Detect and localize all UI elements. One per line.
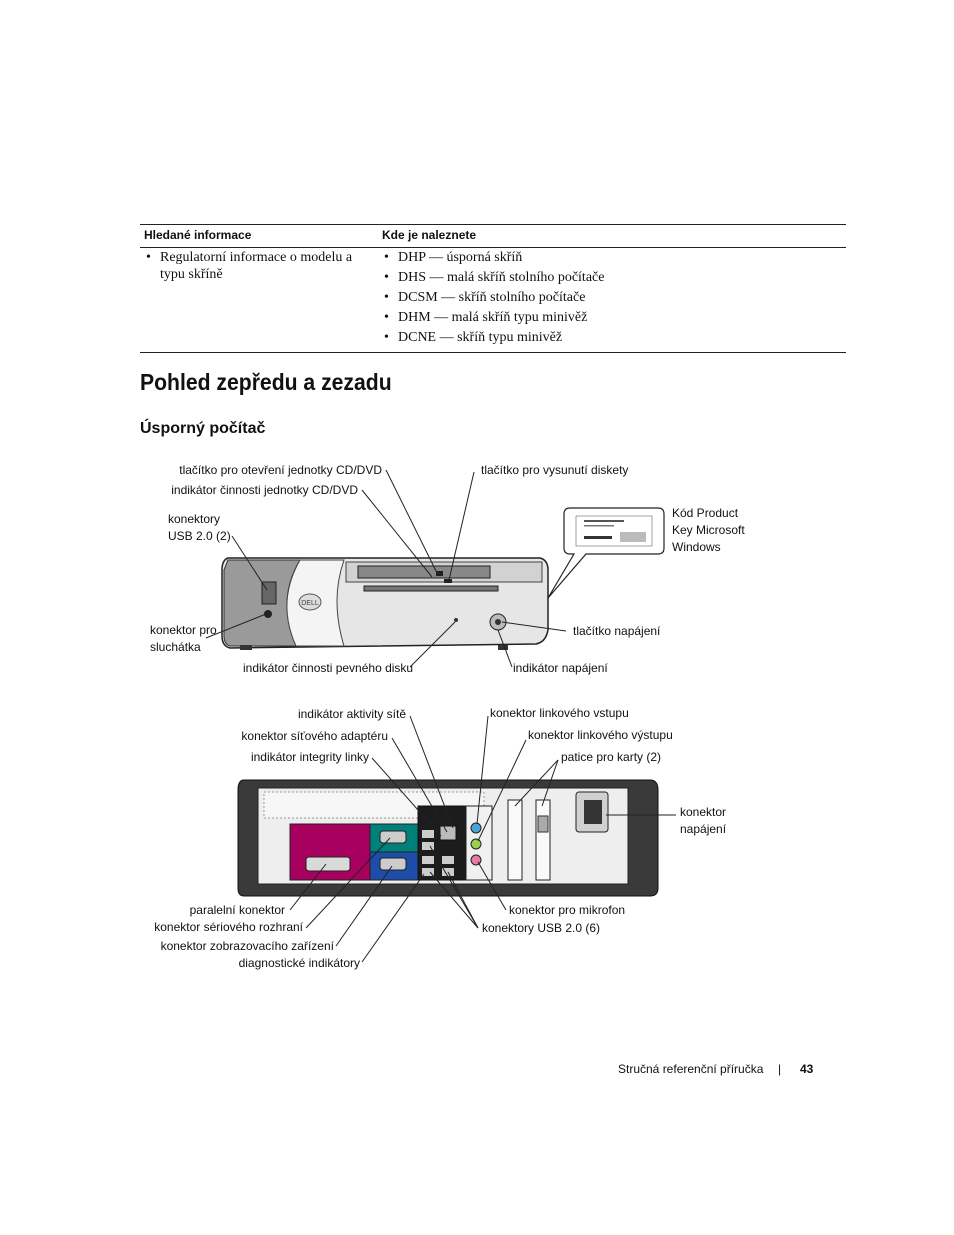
label-cd-eject: tlačítko pro otevření jednotky CD/DVD	[179, 463, 382, 477]
list-item: DHM — malá skříň typu minivěž	[384, 309, 804, 326]
serial-port-area	[369, 823, 419, 853]
label-line-out: konektor linkového výstupu	[528, 728, 673, 742]
table-right-cell: DHP — úsporná skříň DHS — malá skříň sto…	[384, 249, 804, 349]
label-hdd-activity: indikátor činnosti pevného disku	[243, 661, 414, 675]
floppy-eject-button	[444, 579, 452, 583]
label-network-adapter: konektor síťového adaptéru	[241, 729, 388, 743]
parallel-connector	[305, 856, 351, 872]
list-item: DCSM — skříň stolního počítače	[384, 289, 804, 306]
back-leader-lines	[289, 715, 676, 963]
list-item: DHP — úsporná skříň	[384, 249, 804, 266]
table-header-rule	[140, 247, 846, 248]
label-card-slots: patice pro karty (2)	[561, 750, 662, 764]
label-network-activity: indikátor aktivity sítě	[297, 707, 406, 721]
table-header-left: Hledané informace	[144, 228, 252, 242]
list-item: DHS — malá skříň stolního počítače	[384, 269, 804, 286]
front-leader-lines	[205, 469, 567, 668]
network-connector	[439, 825, 457, 841]
list-item: DCNE — skříň typu minivěž	[384, 329, 804, 346]
table-bottom-rule	[140, 352, 846, 353]
label-power-connector: konektor napájení	[680, 805, 727, 836]
table-header-right: Kde je naleznete	[382, 228, 477, 242]
hdd-light	[454, 618, 458, 622]
label-usb-back: konektory USB 2.0 (6)	[482, 921, 601, 935]
label-product-key: Kód Product Key Microsoft Windows	[672, 506, 745, 554]
label-usb-front: konektory USB 2.0 (2)	[168, 512, 231, 543]
label-power-light: indikátor napájení	[513, 661, 608, 675]
cd-eject-button	[436, 571, 443, 576]
section-title: Pohled zepředu a zezadu	[140, 369, 392, 395]
label-parallel: paralelní konektor	[189, 903, 285, 917]
label-headphone: konektor pro sluchátka	[150, 623, 217, 654]
label-floppy-eject: tlačítko pro vysunutí diskety	[481, 463, 629, 477]
label-diagnostic: diagnostické indikátory	[238, 956, 360, 970]
footer-guide-title: Stručná referenční příručka	[618, 1062, 764, 1076]
front-case: DELL	[221, 557, 549, 650]
label-cd-activity: indikátor činnosti jednotky CD/DVD	[171, 483, 358, 497]
label-microphone: konektor pro mikrofon	[509, 903, 626, 917]
back-case	[237, 779, 659, 897]
line-out-jack	[470, 838, 482, 850]
table-left-cell: Regulatorní informace o modelu a typu sk…	[146, 249, 366, 283]
label-serial: konektor sériového rozhraní	[154, 920, 303, 934]
label-link-integrity: indikátor integrity linky	[250, 750, 369, 764]
card-slot-2	[535, 799, 551, 881]
list-item: Regulatorní informace o modelu a typu sk…	[146, 249, 366, 283]
dell-logo-text: DELL	[301, 600, 319, 607]
subsection-title: Úsporný počítač	[140, 420, 266, 437]
label-video: konektor zobrazovacího zařízení	[160, 939, 334, 953]
microphone-jack	[470, 854, 482, 866]
label-line-in: konektor linkového vstupu	[490, 706, 629, 720]
headphone-jack-icon	[264, 610, 272, 618]
card-slot-1	[507, 799, 523, 881]
line-in-jack	[470, 822, 482, 834]
label-power-button: tlačítko napájení	[573, 624, 661, 638]
table-top-rule	[140, 224, 846, 225]
product-key-label-callout	[547, 507, 665, 599]
page-number: 43	[800, 1062, 814, 1076]
footer-separator: |	[778, 1062, 782, 1076]
